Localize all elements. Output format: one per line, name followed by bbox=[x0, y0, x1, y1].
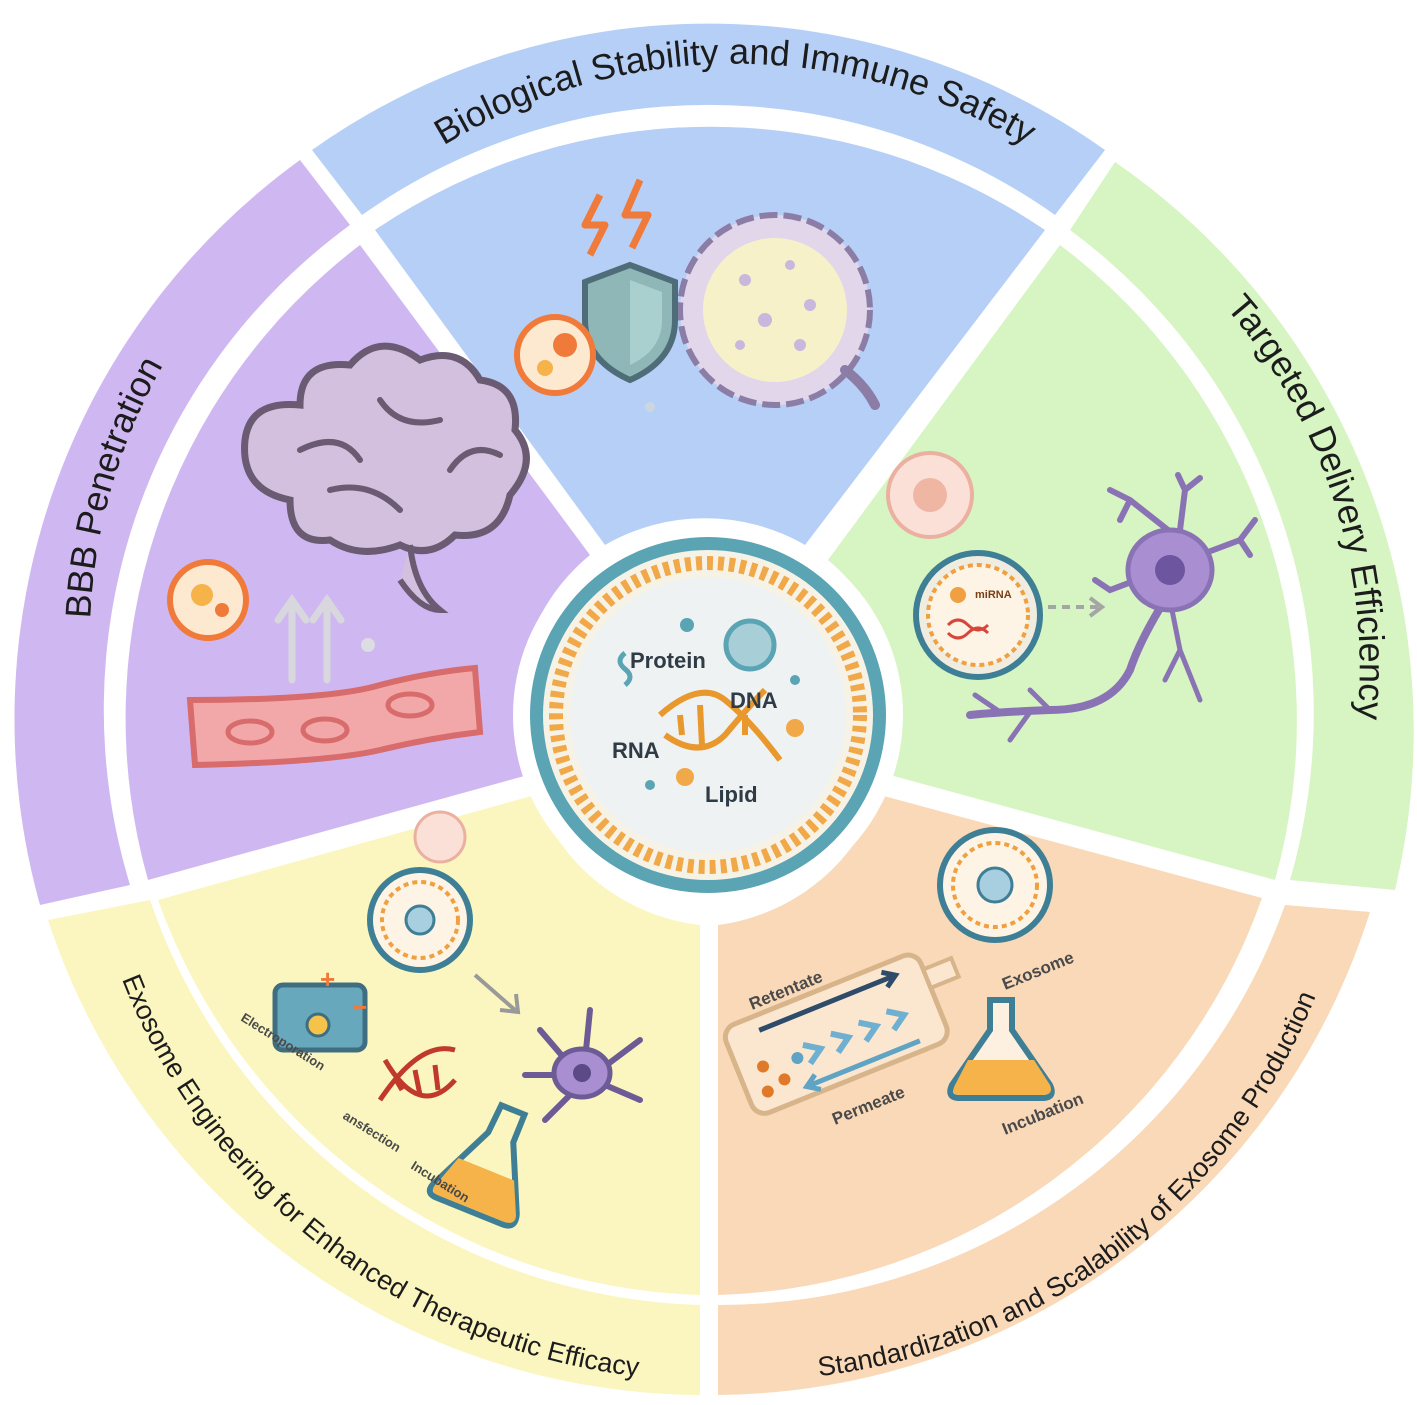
rna-label: RNA bbox=[612, 738, 660, 763]
wedge-bottom-left bbox=[158, 795, 700, 1295]
particle-dot bbox=[361, 638, 375, 652]
dna-icon bbox=[658, 687, 783, 762]
neuron-icon bbox=[966, 472, 1258, 743]
brain-icon bbox=[241, 342, 530, 614]
lipid-label: Lipid bbox=[705, 782, 758, 807]
arrow-to-neuron bbox=[473, 973, 521, 1015]
exosome-icon bbox=[514, 314, 596, 396]
exosome-icon: miRNA bbox=[913, 550, 1043, 680]
ring-segment-top bbox=[312, 23, 1105, 215]
ring-segment-right bbox=[1070, 162, 1414, 890]
flask-icon bbox=[426, 1101, 529, 1229]
immune-cell-icon bbox=[677, 212, 880, 410]
ring-segment-left bbox=[14, 160, 350, 905]
particle-dot bbox=[645, 402, 655, 412]
wedge-right bbox=[828, 245, 1297, 880]
plus-sign: + bbox=[320, 964, 335, 994]
outer-ring bbox=[14, 23, 1414, 1395]
minus-sign: − bbox=[352, 992, 367, 1022]
exosome-icon bbox=[167, 559, 249, 641]
shield-icon bbox=[582, 261, 678, 384]
exosome-icon bbox=[937, 827, 1053, 943]
ring-segment-bottom-left bbox=[48, 900, 700, 1395]
immune-safety-illustration bbox=[514, 178, 880, 412]
target-cell-icon bbox=[886, 451, 974, 539]
dna-icon bbox=[377, 1046, 457, 1102]
donor-cell-icon bbox=[413, 810, 467, 864]
core-exosome: Protein DNA RNA Lipid bbox=[513, 520, 903, 910]
protein-label: Protein bbox=[630, 648, 706, 673]
lightning-icon bbox=[581, 178, 652, 257]
dna-label: DNA bbox=[730, 688, 778, 713]
targeted-delivery-illustration: miRNA bbox=[886, 451, 1258, 743]
protein-particle bbox=[723, 618, 777, 672]
ring-segment-bottom-right bbox=[718, 905, 1370, 1395]
mirna-label: miRNA bbox=[975, 589, 1012, 601]
electroporation-icon: + − bbox=[272, 964, 368, 1053]
production-illustration: Retentate Permeate Exosome Incubation bbox=[722, 827, 1086, 1139]
bbb-illustration bbox=[167, 342, 530, 769]
dashed-arrow bbox=[1048, 596, 1106, 618]
exosome-icon bbox=[367, 867, 473, 973]
upward-arrows bbox=[274, 593, 345, 684]
neuron-icon bbox=[522, 1007, 643, 1123]
filtration-device-icon bbox=[722, 952, 962, 1116]
flask-icon bbox=[947, 997, 1055, 1101]
blood-vessel-icon bbox=[186, 664, 484, 769]
